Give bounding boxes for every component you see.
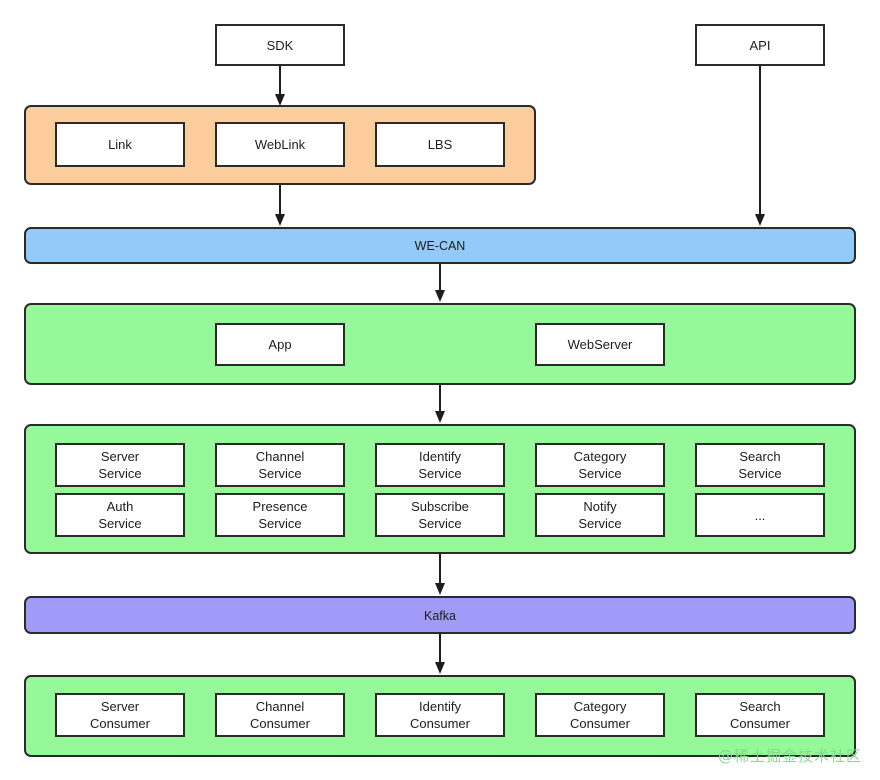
node-identify-consumer[interactable]: Identify Consumer bbox=[375, 693, 505, 737]
edge-sdk-to-sdk-layer bbox=[275, 66, 285, 106]
node-category-service[interactable]: Category Service bbox=[535, 443, 665, 487]
node-link[interactable]: Link bbox=[55, 122, 185, 167]
node-more-services[interactable]: ... bbox=[695, 493, 825, 537]
node-channel-consumer[interactable]: Channel Consumer bbox=[215, 693, 345, 737]
node-notify-service[interactable]: Notify Service bbox=[535, 493, 665, 537]
watermark: @稀土掘金技术社区 bbox=[717, 747, 862, 765]
node-identify-service-label: Identify Service bbox=[418, 449, 462, 481]
node-auth-service-label: Auth Service bbox=[98, 499, 142, 531]
node-search-consumer[interactable]: Search Consumer bbox=[695, 693, 825, 737]
node-lbs[interactable]: LBS bbox=[375, 122, 505, 167]
edge-service-layer-to-message-bus bbox=[435, 554, 445, 595]
node-presence-service-label: Presence Service bbox=[252, 499, 308, 531]
edge-app-layer-to-service-layer bbox=[435, 385, 445, 423]
node-server-consumer-label: Server Consumer bbox=[90, 699, 150, 731]
node-channel-service[interactable]: Channel Service bbox=[215, 443, 345, 487]
edge-api-to-gateway bbox=[755, 66, 765, 226]
node-server-service[interactable]: Server Service bbox=[55, 443, 185, 487]
node-sdk-label: SDK bbox=[266, 37, 294, 53]
node-auth-service[interactable]: Auth Service bbox=[55, 493, 185, 537]
node-server-consumer[interactable]: Server Consumer bbox=[55, 693, 185, 737]
node-notify-service-label: Notify Service bbox=[578, 499, 622, 531]
node-link-label: Link bbox=[108, 137, 132, 152]
node-webserver[interactable]: WebServer bbox=[535, 323, 665, 366]
app-layer-band bbox=[24, 303, 856, 385]
node-presence-service[interactable]: Presence Service bbox=[215, 493, 345, 537]
node-sdk[interactable]: SDK bbox=[215, 24, 345, 66]
edge-sdk-layer-to-gateway bbox=[275, 185, 285, 226]
gateway-band[interactable]: WE-CAN bbox=[24, 227, 856, 264]
edge-gateway-to-app-layer bbox=[435, 264, 445, 302]
node-lbs-label: LBS bbox=[427, 137, 453, 152]
edge-message-bus-to-consumer-layer bbox=[435, 634, 445, 674]
node-identify-service[interactable]: Identify Service bbox=[375, 443, 505, 487]
node-search-service[interactable]: Search Service bbox=[695, 443, 825, 487]
node-api[interactable]: API bbox=[695, 24, 825, 66]
node-webserver-label: WebServer bbox=[567, 337, 633, 352]
node-category-service-label: Category Service bbox=[573, 449, 627, 481]
message-bus-band[interactable]: Kafka bbox=[24, 596, 856, 634]
node-channel-consumer-label: Channel Consumer bbox=[250, 699, 310, 731]
node-channel-service-label: Channel Service bbox=[255, 449, 305, 481]
node-app-label: App bbox=[268, 337, 292, 352]
node-more-services-label: ... bbox=[754, 507, 766, 523]
node-search-service-label: Search Service bbox=[738, 449, 782, 481]
node-api-label: API bbox=[749, 37, 771, 53]
node-weblink[interactable]: WebLink bbox=[215, 122, 345, 167]
node-category-consumer[interactable]: Category Consumer bbox=[535, 693, 665, 737]
message-bus-label: Kafka bbox=[424, 609, 456, 623]
node-search-consumer-label: Search Consumer bbox=[730, 699, 790, 731]
node-subscribe-service[interactable]: Subscribe Service bbox=[375, 493, 505, 537]
node-category-consumer-label: Category Consumer bbox=[570, 699, 630, 731]
gateway-label: WE-CAN bbox=[414, 239, 466, 253]
node-app[interactable]: App bbox=[215, 323, 345, 366]
node-server-service-label: Server Service bbox=[98, 449, 142, 481]
node-identify-consumer-label: Identify Consumer bbox=[410, 699, 470, 731]
node-subscribe-service-label: Subscribe Service bbox=[411, 499, 469, 531]
node-weblink-label: WebLink bbox=[254, 137, 306, 152]
